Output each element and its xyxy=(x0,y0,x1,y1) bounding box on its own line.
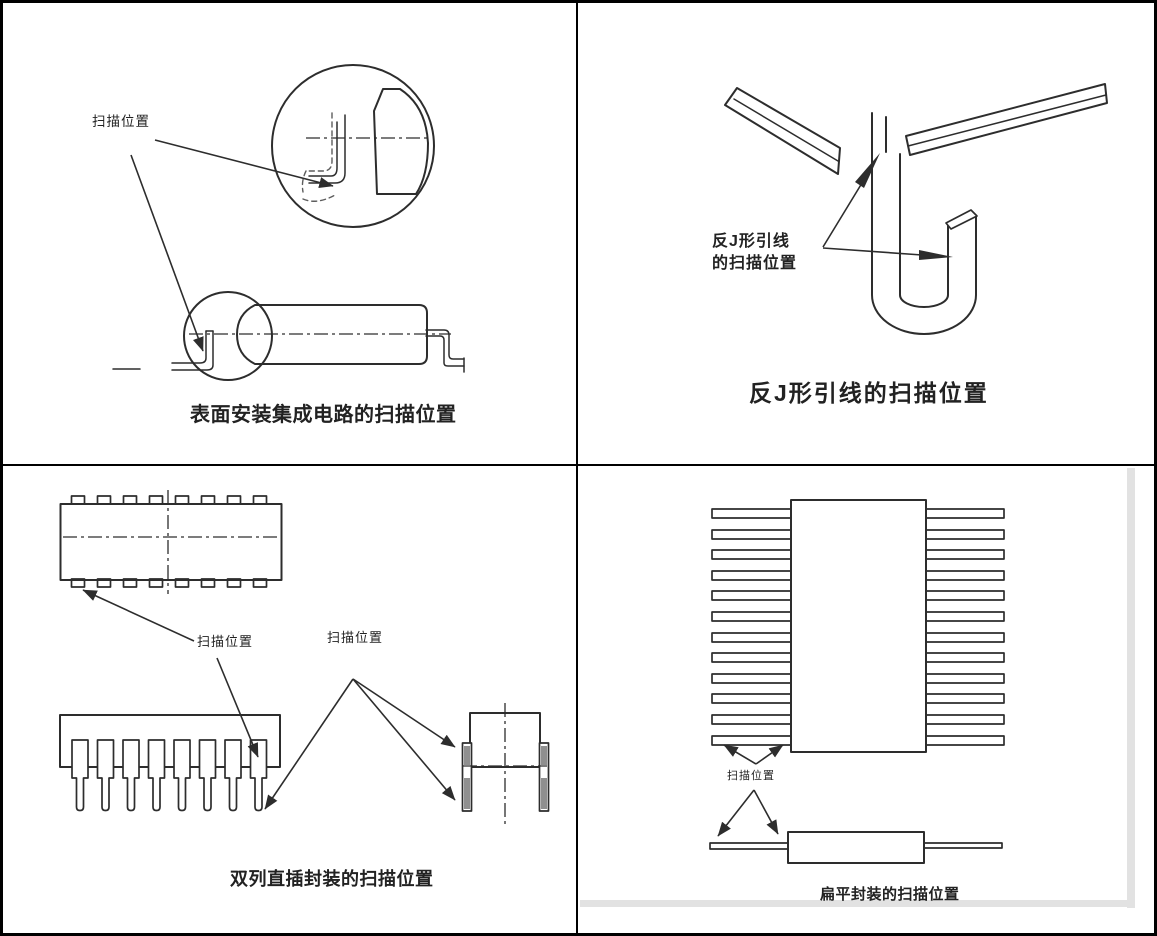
label-line-2: 的扫描位置 xyxy=(712,255,798,272)
surface-mount-drawing xyxy=(112,64,465,381)
panel-flat-pack: 扫描位置 扁平封装的扫描位置 xyxy=(578,466,1154,933)
lead-detail-gullwing xyxy=(308,114,346,184)
scan-position-label: 扫描位置 xyxy=(92,114,150,129)
magnifier-circle xyxy=(271,64,435,228)
scan-position-label-left: 扫描位置 xyxy=(197,634,254,649)
label-line-1: 反J形引线 xyxy=(712,233,790,250)
gullwing-lead-left xyxy=(112,330,214,371)
panel-caption: 反J形引线的扫描位置 xyxy=(749,380,989,406)
dip-lead-tabs-top xyxy=(70,495,268,505)
lead-detail-ghost xyxy=(301,112,336,202)
grid-divider-vertical xyxy=(576,3,578,933)
flat-pack-body xyxy=(790,499,927,753)
board-edge-left xyxy=(724,87,841,175)
grid-divider-horizontal xyxy=(3,464,1154,466)
panel-caption: 双列直插封装的扫描位置 xyxy=(230,869,434,889)
panel-caption: 表面安装集成电路的扫描位置 xyxy=(190,404,457,426)
j-lead-drawing xyxy=(724,83,1108,335)
side-body xyxy=(787,831,925,864)
flat-pack-side-view xyxy=(709,831,1003,864)
gullwing-lead-right xyxy=(425,329,465,373)
scan-edge-artifact-right xyxy=(1127,468,1135,908)
dip-pins xyxy=(71,739,268,812)
dip-drawing xyxy=(59,490,550,824)
panel-j-lead: 反J形引线 的扫描位置 反J形引线的扫描位置 xyxy=(578,3,1154,464)
dip-top-view xyxy=(59,490,283,594)
side-lead-left xyxy=(709,842,791,850)
panel-dip: 扫描位置 扫描位置 双列直插封装的扫描位置 xyxy=(3,466,576,933)
scan-position-label: 反J形引线 的扫描位置 xyxy=(712,231,797,275)
component-side-view xyxy=(112,291,465,381)
board-edge-right xyxy=(905,83,1108,156)
scan-position-label: 扫描位置 xyxy=(727,770,775,782)
side-lead-right xyxy=(921,842,1003,849)
leader-arrows xyxy=(82,589,456,810)
leader-arrows xyxy=(822,153,953,260)
j-lead-tip xyxy=(945,209,978,230)
flat-pack-leads-right xyxy=(925,508,1005,746)
dip-end-view xyxy=(461,703,550,824)
dip-side-view xyxy=(59,714,281,812)
flat-pack-top-view xyxy=(711,499,1005,753)
lead-detail-body xyxy=(373,88,429,195)
end-view-pin-left xyxy=(461,742,473,812)
panel-surface-mount: 扫描位置 表面安装集成电路的扫描位置 xyxy=(3,3,576,464)
leader-arrows xyxy=(130,139,334,352)
highlight-circle xyxy=(183,291,273,381)
j-lead-hook xyxy=(871,112,978,335)
flat-pack-leads-left xyxy=(711,508,792,746)
scan-edge-artifact-bottom xyxy=(580,900,1135,907)
scan-position-label-right: 扫描位置 xyxy=(327,630,384,645)
end-view-pin-right xyxy=(538,742,550,812)
leader-arrows xyxy=(717,744,784,837)
flat-pack-drawing xyxy=(580,468,1135,908)
panel-caption: 扁平封装的扫描位置 xyxy=(820,886,960,903)
